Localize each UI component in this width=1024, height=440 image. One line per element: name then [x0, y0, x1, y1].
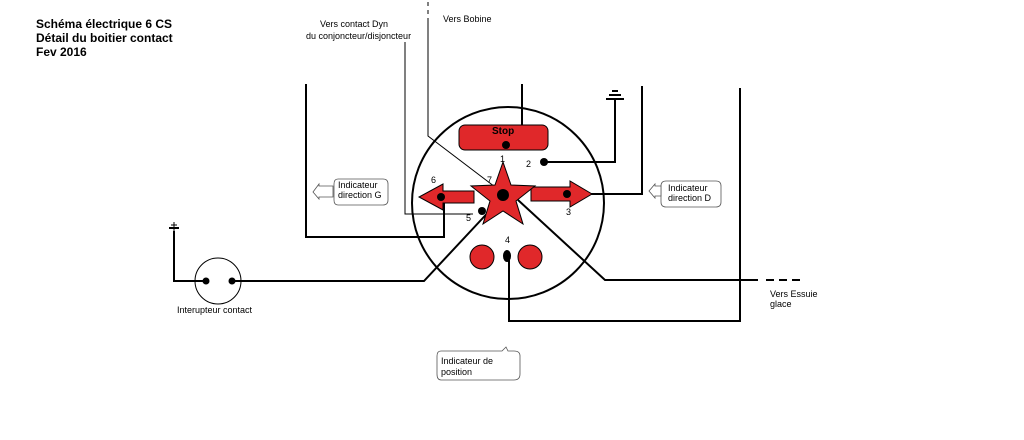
wire-essuie-glace: [517, 199, 758, 281]
callout-d-line-1: Indicateur: [668, 183, 708, 193]
callout-pos-line-2: position: [441, 367, 472, 377]
wire-indicator-d: [590, 86, 643, 195]
terminal-6-dot: [437, 193, 445, 201]
label-essuie-line-1: Vers Essuie: [770, 289, 818, 299]
interrupteur-terminal-left: [202, 277, 210, 285]
callout-g-line-2: direction G: [338, 190, 382, 200]
terminal-2-label: 2: [526, 159, 531, 169]
terminal-6-label: 6: [431, 175, 436, 185]
ground-icon: [606, 90, 624, 100]
wire-battery-feed: [173, 231, 205, 282]
wire-position-indicator: [508, 88, 741, 322]
terminal-5-label: 5: [466, 213, 471, 223]
label-bobine: Vers Bobine: [443, 14, 492, 24]
callout-indicateur-d: Indicateur direction D: [648, 180, 722, 208]
wire-indicator-g: [305, 84, 445, 238]
terminal-7-label: 7: [487, 175, 492, 185]
interrupteur-terminal-right: [228, 277, 236, 285]
terminal-7-dot: [497, 189, 509, 201]
terminal-3-dot: [563, 190, 571, 198]
label-dyn-line-1: Vers contact Dyn: [320, 19, 388, 29]
interrupteur-switch-circle: [194, 257, 242, 305]
stop-pad: [458, 124, 549, 151]
arrow-left-outline-icon: [312, 182, 334, 201]
callout-pos-line-1: Indicateur de: [441, 356, 493, 366]
title-line-2: Détail du boitier contact: [36, 31, 173, 45]
terminal-2-dot: [540, 158, 548, 166]
wire-dyn-contact: [404, 42, 473, 215]
arrow-left-outline-small-icon: [648, 182, 662, 200]
terminal-5-dot: [478, 207, 486, 215]
terminal-1-label: 1: [500, 154, 505, 164]
arrow-left-indicator: [417, 183, 475, 211]
label-interrupteur: Interupteur contact: [177, 305, 253, 315]
callout-indicateur-g: Indicateur direction G: [312, 178, 389, 206]
title-line-1: Schéma électrique 6 CS: [36, 17, 172, 31]
battery-positive-icon: [169, 222, 179, 231]
wire-ground: [544, 99, 616, 163]
arrow-right-indicator: [530, 180, 593, 208]
wire-interrupteur: [232, 204, 496, 282]
callout-d-line-2: direction D: [668, 193, 712, 203]
label-dyn-line-2: du conjoncteur/disjoncteur: [306, 31, 411, 41]
wire-bobine: [427, 20, 504, 194]
position-pad-left: [469, 244, 495, 270]
title-line-3: Fev 2016: [36, 45, 87, 59]
label-essuie-line-2: glace: [770, 299, 792, 309]
position-pad-right: [517, 244, 543, 270]
terminal-4-dot: [503, 250, 511, 262]
terminal-4-label: 4: [505, 235, 510, 245]
callout-indicateur-position: Indicateur de position: [436, 346, 521, 381]
terminal-3-label: 3: [566, 207, 571, 217]
callout-g-line-1: Indicateur: [338, 180, 378, 190]
stop-label: Stop: [492, 126, 514, 137]
terminal-1-dot: [502, 141, 510, 149]
